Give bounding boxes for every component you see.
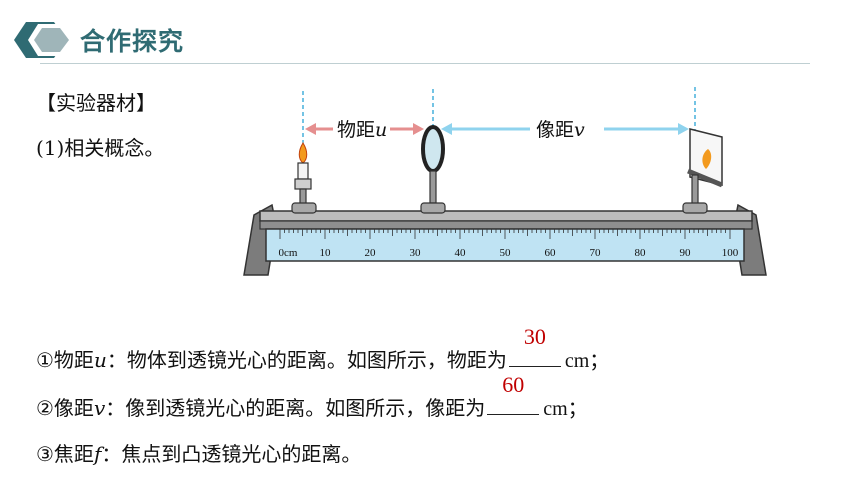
- ruler-tick-label: 50: [500, 247, 512, 259]
- ruler-tick-label: 70: [590, 247, 602, 259]
- ruler-tick-label: 100: [722, 247, 739, 259]
- image-distance-label: 像距v: [536, 119, 585, 141]
- section-heading: 【实验器材】: [36, 91, 156, 115]
- page-title: 合作探究: [80, 27, 185, 56]
- answer-blank: 60: [487, 372, 540, 415]
- hexagon-logo-icon: [14, 22, 74, 58]
- ruler-tick-label: 40: [455, 247, 467, 259]
- object-distance-arrow: [305, 123, 424, 135]
- candle-icon: [291, 142, 317, 214]
- convex-lens-icon: [420, 125, 446, 214]
- subheading: (1)相关概念。: [36, 132, 164, 161]
- answer-value: 30: [523, 324, 546, 349]
- object-distance-label: 物距u: [337, 119, 387, 141]
- focal-length-statement: ③焦距f：焦点到凸透镜光心的距离。: [36, 442, 362, 466]
- ruler-tick-label: 20: [365, 247, 377, 259]
- ruler-tick-label: 60: [545, 247, 557, 259]
- subheading-number: (1): [36, 136, 65, 160]
- header: 合作探究: [0, 0, 860, 70]
- answer-value: 60: [502, 372, 525, 397]
- ruler-tick-label: 80: [635, 247, 647, 259]
- image-distance-arrow: [441, 123, 689, 135]
- light-screen-icon: [682, 128, 723, 214]
- answer-blank: 30: [508, 324, 561, 367]
- header-divider: [40, 63, 810, 64]
- ruler-tick-label: 0cm: [279, 247, 298, 259]
- ruler-tick-label: 90: [680, 247, 692, 259]
- ruler-tick-label: 10: [320, 247, 332, 259]
- optical-bench-diagram: 0cm 10 20 30 40 50 60 70 80 90 100 物距u 像距v: [243, 87, 767, 276]
- ruler-tick-labels: 0cm 10 20 30 40 50 60 70 80 90 100: [279, 247, 739, 259]
- subheading-text: 相关概念。: [64, 136, 165, 160]
- ruler-tick-label: 30: [410, 247, 422, 259]
